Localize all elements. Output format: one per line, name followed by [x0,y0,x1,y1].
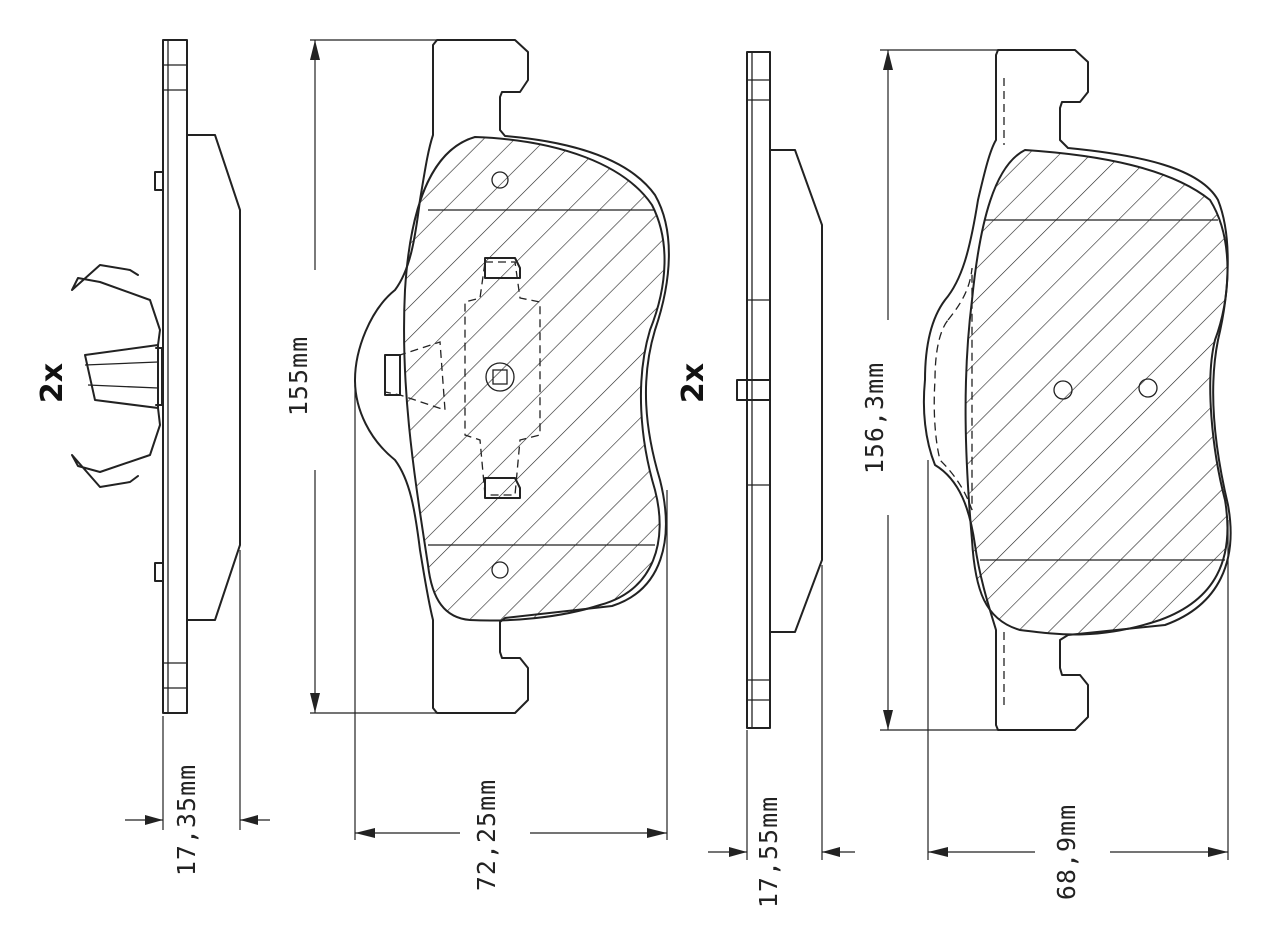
left-height-label: 155mm [284,336,313,416]
left-thickness-dimension: 17,35mm [125,550,270,876]
right-pad-side-view [736,51,823,729]
left-pad-front-view [354,39,670,714]
left-width-label: 72,25mm [472,779,501,891]
left-thickness-label: 17,35mm [172,764,201,876]
right-pad-front-view [922,49,1232,731]
right-thickness-label: 17,55mm [754,796,783,908]
left-height-dimension: 155mm [284,39,440,714]
right-height-label: 156,3mm [860,362,889,474]
right-width-label: 68,9mm [1052,804,1081,900]
right-quantity-label: 2x [676,363,711,403]
right-height-dimension: 156,3mm [860,49,1000,731]
right-width-dimension: 68,9mm [927,460,1229,900]
left-width-dimension: 72,25mm [354,385,668,891]
left-quantity-label: 2x [35,363,70,403]
right-thickness-dimension: 17,55mm [708,565,855,908]
left-pad-side-view [71,39,241,714]
